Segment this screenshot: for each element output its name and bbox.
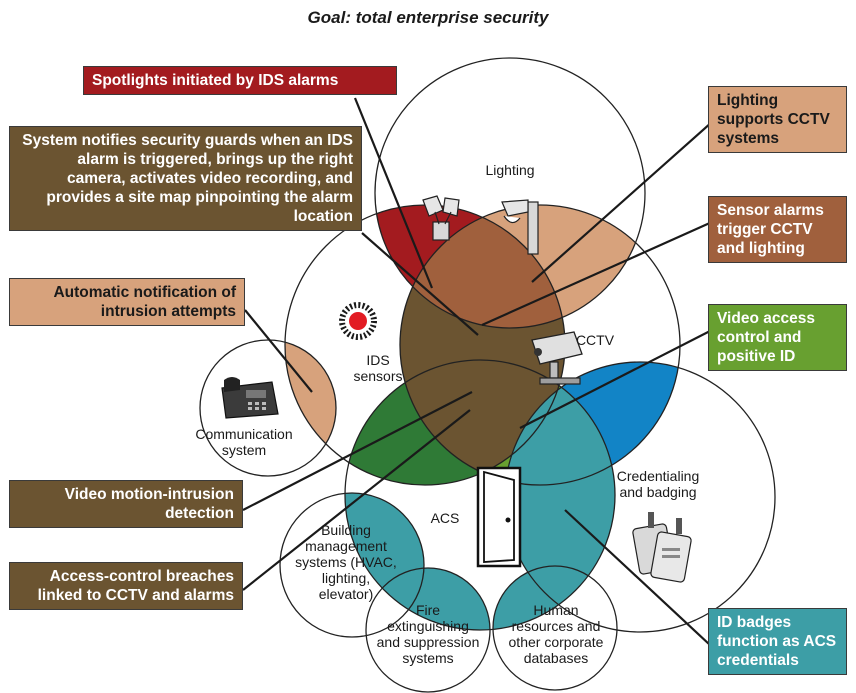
label-fire: Fire extinguishing and suppression syste…	[376, 602, 480, 666]
connector-spotlights	[353, 97, 434, 289]
label-acs: ACS	[430, 510, 460, 526]
label-building: Building management systems (HVAC, light…	[295, 522, 397, 602]
connector-system-notifies	[361, 232, 479, 336]
ids-sensor-icon	[339, 302, 377, 340]
connector-lighting-supports	[531, 121, 713, 283]
connector-auto-notification	[244, 309, 313, 393]
circle-building	[279, 492, 425, 638]
label-ids-sensors: IDS sensors	[353, 352, 403, 384]
connector-id-badges	[564, 509, 711, 646]
label-communication: Communication system	[195, 426, 293, 458]
circle-lighting	[374, 57, 646, 329]
circle-hr	[492, 565, 618, 691]
callout-id-badges: ID badges function as ACS credentials	[708, 608, 847, 675]
circle-cctv	[399, 204, 681, 486]
spotlight-icon	[422, 195, 460, 241]
fax-phone-icon	[221, 377, 279, 419]
cctv-camera-icon	[531, 331, 583, 385]
circle-communication	[199, 339, 337, 477]
callout-access-breaches: Access-control breaches linked to CCTV a…	[9, 562, 243, 610]
connector-video-motion	[242, 391, 473, 511]
overlap-acs-ids-cctv	[400, 360, 565, 485]
badge-icon	[632, 512, 692, 583]
overlap-ids-cctv-over-lighting	[400, 205, 565, 328]
callout-spotlights: Spotlights initiated by IDS alarms	[83, 66, 397, 95]
door-icon	[476, 466, 522, 568]
label-lighting: Lighting	[485, 162, 535, 178]
connector-sensor-alarms	[481, 220, 713, 327]
callout-video-access: Video access control and positive ID	[708, 304, 847, 371]
goal-title: Goal: total enterprise security	[307, 8, 549, 27]
label-credentialing: Credentialing and badging	[616, 468, 700, 500]
callout-auto-notification: Automatic notification of intrusion atte…	[9, 278, 245, 326]
callout-sensor-alarms: Sensor alarms trigger CCTV and lighting	[708, 196, 847, 263]
circle-fire	[365, 567, 491, 693]
overlap-acs-fire	[366, 568, 490, 630]
callout-system-notifies: System notifies security guards when an …	[9, 126, 362, 231]
connector-access-breaches	[242, 409, 471, 591]
circle-acs	[344, 359, 616, 631]
label-hr: Human resources and other corporate data…	[508, 602, 604, 666]
pole-light-icon	[501, 199, 539, 255]
callout-video-motion: Video motion-intrusion detection	[9, 480, 243, 528]
overlap-acs-cred	[505, 362, 615, 630]
label-cctv: CCTV	[575, 332, 615, 348]
connector-video-access	[519, 329, 713, 429]
callout-lighting-supports: Lighting supports CCTV systems	[708, 86, 847, 153]
